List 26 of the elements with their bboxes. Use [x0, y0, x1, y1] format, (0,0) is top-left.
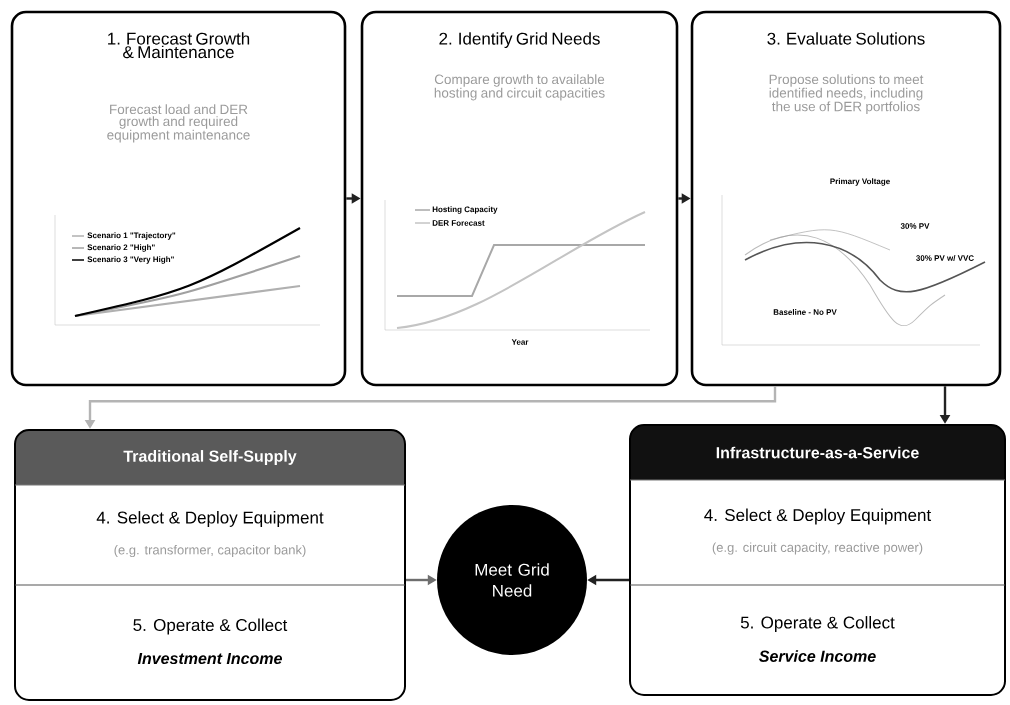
- example-note: (e.g. transformer, capacitor bank): [114, 544, 306, 558]
- step-title: 4. Select & Deploy Equipment: [96, 511, 324, 527]
- example-note: (e.g. circuit capacity, reactive power): [712, 542, 923, 555]
- step-title: 4. Select & Deploy Equipment: [704, 508, 932, 525]
- series-label: 30% PV w/ VVC: [916, 255, 974, 261]
- legend-label: Scenario 2 "High": [87, 244, 155, 252]
- legend-label: DER Forecast: [432, 220, 485, 226]
- legend-label: Hosting Capacity: [432, 206, 498, 214]
- panel-heading: Traditional Self-Supply: [15, 430, 405, 485]
- legend-label: Scenario 3 "Very High": [87, 256, 174, 264]
- step-description: Propose solutions to meet identified needs, including the use of DER portfolios: [769, 74, 924, 114]
- panel-heading: Infrastructure-as-a-Service: [630, 425, 1005, 480]
- series-label: 30% PV: [900, 223, 930, 229]
- step-title: 5. Operate & Collect: [133, 618, 288, 635]
- chart-title: Primary Voltage: [830, 178, 890, 186]
- series-label: Baseline - No PV: [773, 309, 837, 315]
- step-description: Forecast load and DER growth and required equipment maintenance: [107, 104, 250, 143]
- income-label: Investment Income: [137, 652, 282, 665]
- step-description: Compare growth to available hosting and circuit capacities: [434, 74, 605, 101]
- step-title: 1. Forecast Growth & Maintenance: [108, 32, 250, 59]
- step-title: 3. Evaluate Solutions: [767, 32, 925, 45]
- step-title: 2. Identify Grid Needs: [439, 32, 600, 49]
- income-label: Service Income: [759, 650, 876, 662]
- axis-title: Year: [511, 339, 529, 345]
- legend-label: Scenario 1 "Trajectory": [87, 232, 176, 240]
- step-title: 5. Operate & Collect: [740, 616, 895, 632]
